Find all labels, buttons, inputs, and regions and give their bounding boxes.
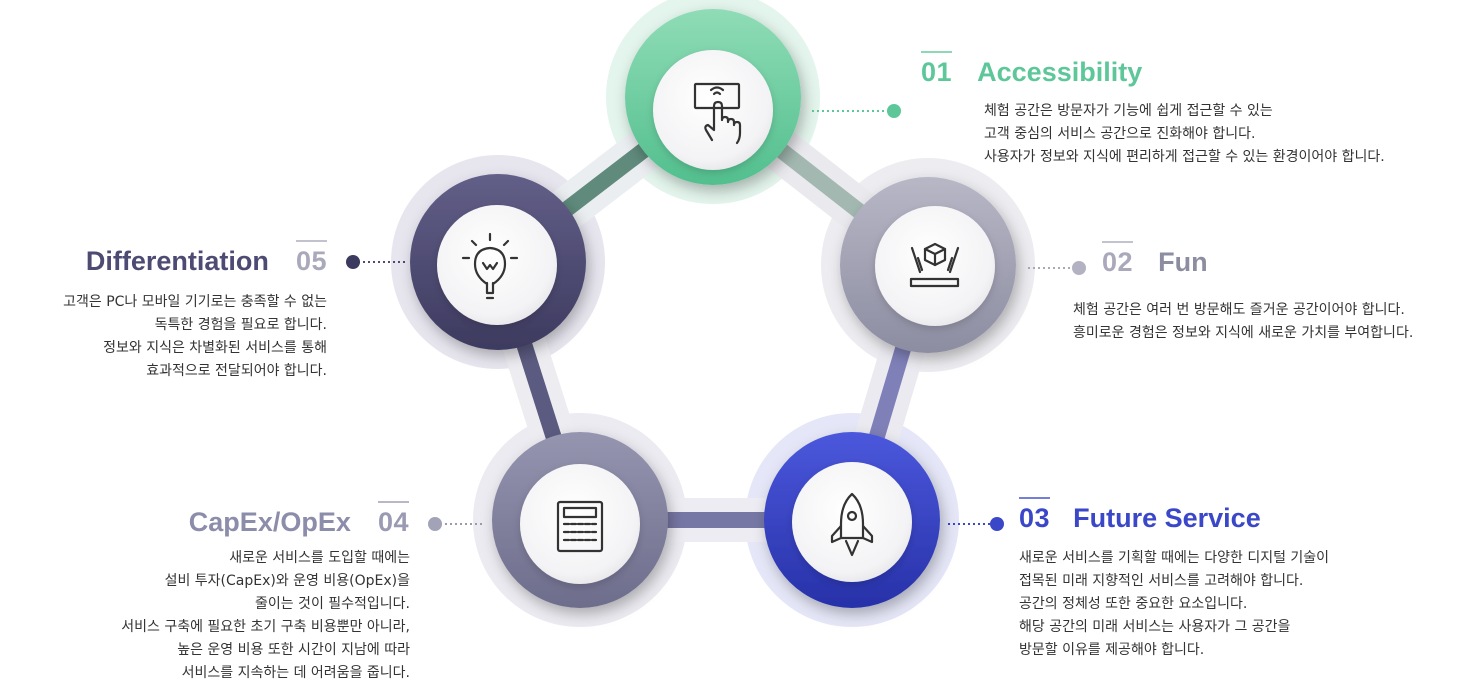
desc-line: 사용자가 정보와 지식에 편리하게 접근할 수 있는 환경이어야 합니다. bbox=[984, 149, 1385, 165]
node-differentiation bbox=[410, 174, 586, 350]
desc-line: 정보와 지식은 차별화된 서비스를 통해 bbox=[103, 340, 327, 356]
touch-screen-icon bbox=[693, 82, 742, 145]
node-accessibility bbox=[625, 9, 801, 185]
title-differentiation: Differentiation bbox=[85, 246, 269, 276]
number-05: 05 bbox=[295, 240, 328, 276]
desc-line: 체험 공간은 여러 번 방문해도 즐거운 공간이어야 합니다. bbox=[1073, 302, 1405, 318]
desc-line: 접목된 미래 지향적인 서비스를 고려해야 합니다. bbox=[1019, 573, 1304, 589]
leader-fun bbox=[1028, 261, 1086, 275]
heading-differentiation: Differentiation 05 bbox=[85, 240, 328, 277]
desc-line: 높은 운영 비용 또한 시간이 지남에 따라 bbox=[177, 642, 410, 658]
desc-line: 해당 공간의 미래 서비스는 사용자가 그 공간을 bbox=[1019, 619, 1291, 635]
number-04: 04 bbox=[377, 501, 410, 537]
number-01: 01 bbox=[921, 51, 953, 87]
desc-line: 고객은 PC나 모바일 기기로는 충족할 수 없는 bbox=[63, 294, 327, 310]
desc-line: 줄이는 것이 필수적입니다. bbox=[254, 596, 410, 612]
number-03: 03 bbox=[1019, 497, 1051, 533]
desc-line: 고객 중심의 서비스 공간으로 진화해야 합니다. bbox=[984, 126, 1256, 142]
desc-line: 독특한 경험을 필요로 합니다. bbox=[154, 317, 327, 333]
desc-line: 새로운 서비스를 기획할 때에는 다양한 디지털 기술이 bbox=[1019, 550, 1330, 566]
desc-future-service: 새로운 서비스를 기획할 때에는 다양한 디지털 기술이 접목된 미래 지향적인… bbox=[1019, 547, 1329, 662]
hologram-cube-icon bbox=[909, 242, 960, 288]
heading-accessibility: 01 Accessibility bbox=[921, 51, 1143, 88]
desc-line: 체험 공간은 방문자가 기능에 쉽게 접근할 수 있는 bbox=[984, 103, 1273, 119]
rocket-icon bbox=[830, 492, 874, 557]
desc-line: 서비스 구축에 필요한 초기 구축 비용뿐만 아니라, bbox=[121, 619, 410, 635]
desc-line: 설비 투자(CapEx)와 운영 비용(OpEx)을 bbox=[164, 573, 410, 589]
number-02: 02 bbox=[1102, 241, 1134, 277]
heading-capex-opex: CapEx/OpEx 04 bbox=[188, 501, 410, 538]
desc-line: 방문할 이유를 제공해야 합니다. bbox=[1019, 642, 1205, 658]
desc-differentiation: 고객은 PC나 모바일 기기로는 충족할 수 없는 독특한 경험을 필요로 합니… bbox=[63, 291, 327, 383]
calculator-icon bbox=[556, 500, 604, 553]
node-capex-opex bbox=[492, 432, 668, 608]
title-future-service: Future Service bbox=[1073, 503, 1261, 533]
desc-line: 새로운 서비스를 도입할 때에는 bbox=[229, 550, 410, 566]
heading-future-service: 03 Future Service bbox=[1019, 497, 1261, 534]
title-accessibility: Accessibility bbox=[977, 57, 1143, 87]
desc-line: 흥미로운 경험은 정보와 지식에 새로운 가치를 부여합니다. bbox=[1073, 325, 1414, 341]
title-capex-opex: CapEx/OpEx bbox=[188, 507, 351, 537]
heading-fun: 02 Fun bbox=[1102, 241, 1208, 278]
leader-differentiation bbox=[346, 255, 405, 269]
leader-accessibility bbox=[812, 104, 901, 118]
desc-fun: 체험 공간은 여러 번 방문해도 즐거운 공간이어야 합니다. 흥미로운 경험은… bbox=[1073, 299, 1413, 345]
desc-line: 효과적으로 전달되어야 합니다. bbox=[146, 363, 327, 379]
light-bulb-icon bbox=[461, 232, 519, 300]
desc-accessibility: 체험 공간은 방문자가 기능에 쉽게 접근할 수 있는 고객 중심의 서비스 공… bbox=[984, 100, 1385, 169]
desc-line: 서비스를 지속하는 데 어려움을 줍니다. bbox=[181, 665, 410, 681]
desc-line: 공간의 정체성 또한 중요한 요소입니다. bbox=[1019, 596, 1248, 612]
leader-future-service bbox=[948, 517, 1004, 531]
leader-capex-opex bbox=[428, 517, 485, 531]
node-fun bbox=[840, 177, 1016, 353]
title-fun: Fun bbox=[1158, 247, 1208, 277]
desc-capex-opex: 새로운 서비스를 도입할 때에는 설비 투자(CapEx)와 운영 비용(OpE… bbox=[121, 547, 410, 685]
